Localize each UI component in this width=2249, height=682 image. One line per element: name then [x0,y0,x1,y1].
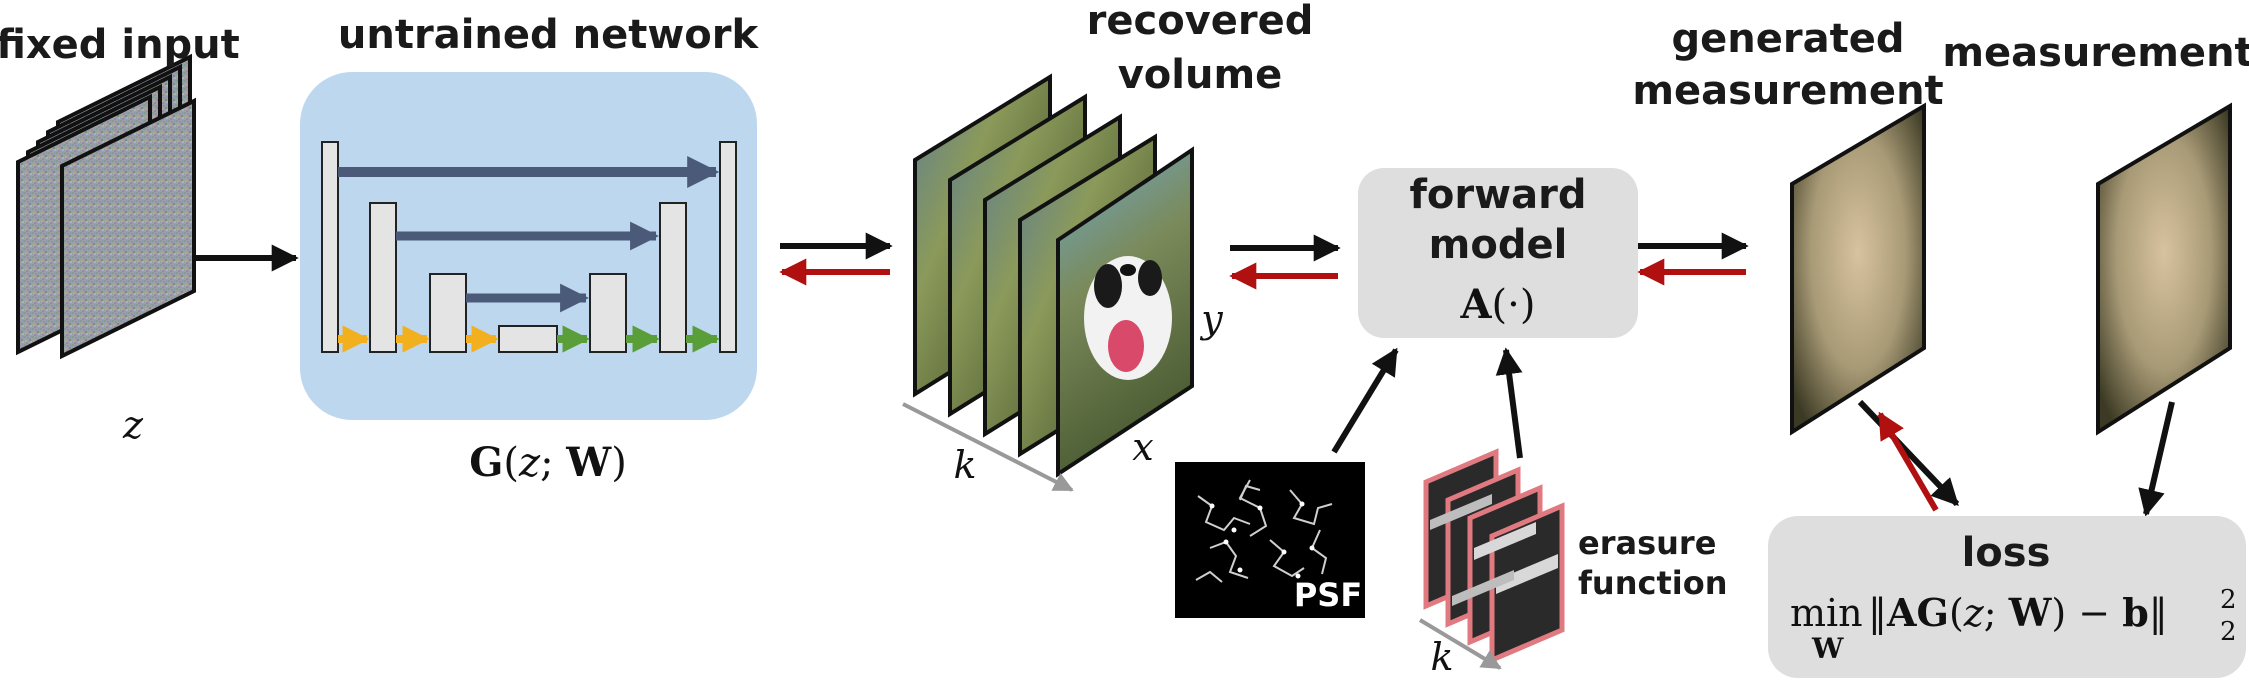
loss-subscript: 2 [2220,617,2237,647]
loss-to-generated-backward-arrow [1877,411,1939,512]
recovered-volume-label-line2: volume [1118,52,1283,98]
unet-blocks [321,141,737,353]
forward-model-label-line2: model [1429,222,1568,268]
psf-label: PSF [1294,576,1362,614]
network-box [300,72,757,420]
erasure-label-line2: function [1578,564,1727,602]
loss-superscript: 2 [2220,585,2237,615]
dog-image [1084,256,1172,380]
forward-model-label-line1: forward [1410,172,1587,218]
unet-skip-connections [338,155,720,313]
y-label: y [1199,297,1223,341]
loss-box [1768,516,2246,678]
untrained-network-label: untrained network [338,12,760,58]
generator-formula: G(z; W) [469,439,627,486]
generated-measurement-image [1790,102,1926,436]
k-label: k [953,443,976,487]
loss-label: loss [1962,530,2051,576]
generated-measurement-label-line1: generated [1672,16,1905,62]
recovered-volume-stack [913,73,1194,478]
forward-model-box [1358,168,1638,338]
generated-measurement-label-line2: measurement [1632,68,1943,114]
erasure-k-axis [1418,618,1502,670]
fixed-input-label: fixed input [0,22,240,68]
x-label: x [1132,425,1153,469]
loss-objective: ‖AG(z; W) − b‖ [1868,590,2168,635]
loss-min-subscript: W [1811,632,1844,665]
measurement-image [2096,102,2232,436]
erasure-label-line1: erasure [1578,524,1716,562]
psf-image [1175,462,1365,618]
fixed-input-stack [16,53,196,360]
k-axis [902,402,1074,492]
generated-to-loss-arrow [1857,399,1960,507]
measurement-label: measurement [1942,30,2249,76]
z-label: z [122,403,144,447]
psf-to-forward-model-arrow [1331,347,1399,454]
loss-min: min [1790,591,1863,635]
erasure-k-label: k [1430,635,1453,679]
erasure-stack [1423,448,1565,664]
measurement-to-loss-arrow [2138,401,2175,517]
erasure-to-forward-model-arrow [1495,347,1523,459]
recovered-volume-label-line1: recovered [1087,0,1314,44]
forward-operator-formula: A(·) [1460,281,1536,328]
